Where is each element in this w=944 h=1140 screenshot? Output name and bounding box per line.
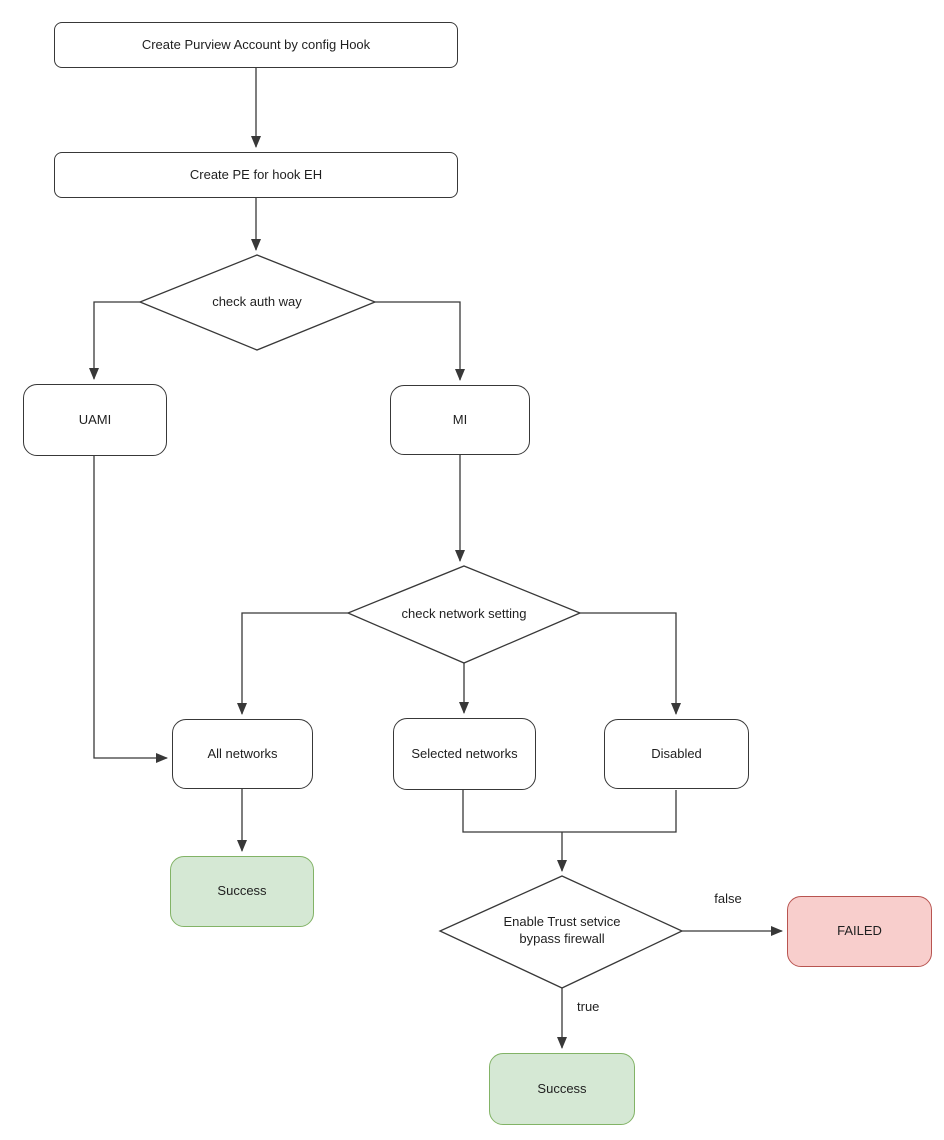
edge-check-auth-to-uami — [89, 301, 140, 380]
edge-check-network-to-all-networks — [237, 612, 348, 715]
node-failed: FAILED — [787, 896, 932, 967]
edge-uami-to-all-networks — [93, 456, 168, 763]
decision-check-auth-way — [138, 254, 377, 351]
decision-check-network-setting — [346, 565, 582, 664]
edge-check-network-to-disabled — [580, 612, 681, 715]
node-create-pe-for-hook-eh: Create PE for hook EH — [54, 152, 458, 198]
node-all-networks: All networks — [172, 719, 313, 789]
node-mi: MI — [390, 385, 530, 455]
decision-enable-trust-service-bypass-firewall — [438, 875, 684, 989]
edge-merge-selected-disabled — [462, 790, 677, 833]
node-success-all-networks: Success — [170, 856, 314, 927]
edge-label-false: false — [714, 891, 742, 906]
node-selected-networks: Selected networks — [393, 718, 536, 790]
edge-check-auth-to-mi — [375, 301, 465, 381]
node-success-trust-service: Success — [489, 1053, 635, 1125]
node-uami: UAMI — [23, 384, 167, 456]
node-create-purview-account: Create Purview Account by config Hook — [54, 22, 458, 68]
node-disabled: Disabled — [604, 719, 749, 789]
edge-label-true: true — [577, 999, 600, 1014]
